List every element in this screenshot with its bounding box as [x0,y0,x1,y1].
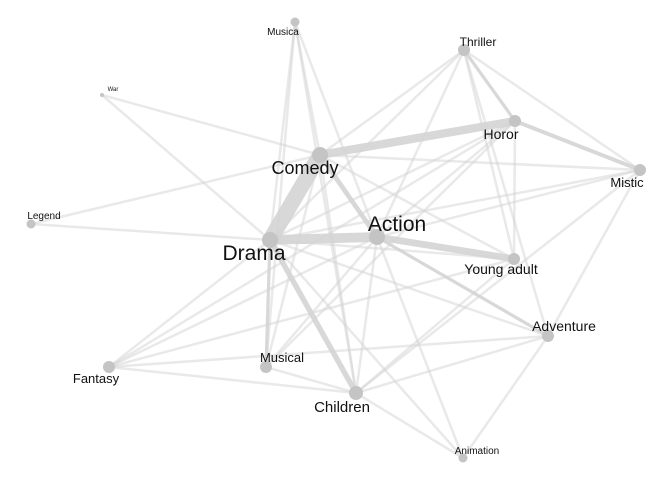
edge-action-musical [264,235,379,369]
nodes-layer [26,17,646,463]
edge-horor-musical [264,119,517,369]
node-horor[interactable] [509,115,521,127]
node-label-action: Action [368,213,426,236]
edge-adventure-children [354,334,550,395]
edge-comedy-mistic [318,153,642,172]
node-comedy[interactable] [312,147,328,163]
node-label-drama: Drama [222,242,285,265]
node-fantasy[interactable] [103,361,115,373]
edge-mistic-children [354,168,642,395]
edge-children-musica [293,20,358,395]
edge-young_adult-fantasy [107,257,516,369]
edge-action-fantasy [107,235,379,369]
node-label-musica: Musica [267,27,299,38]
edge-fantasy-children [107,365,358,395]
edge-drama-children [267,237,359,396]
node-label-legend: Legend [27,211,60,222]
edge-children-animation [354,391,465,460]
node-label-war: War [108,87,119,93]
node-animation[interactable] [458,453,468,463]
edge-adventure-fantasy [107,334,550,369]
edge-action-thriller [375,48,466,239]
edge-musical-musica [264,20,297,369]
node-label-young-adult: Young adult [464,261,538,277]
node-label-musical: Musical [260,350,304,365]
edge-comedy-legend [29,153,322,226]
edge-drama-action [265,232,382,245]
edge-action-horor [375,119,517,239]
node-musical[interactable] [260,361,272,373]
edge-drama-war [100,93,272,242]
node-label-mistic: Mistic [610,175,644,190]
node-label-fantasy: Fantasy [73,371,120,386]
node-drama[interactable] [262,232,278,248]
edge-musical-children [264,365,358,395]
edge-horor-fantasy [107,119,517,369]
edge-drama-thriller [268,48,466,242]
node-label-children: Children [314,399,370,416]
edge-drama-young_adult [268,238,516,261]
edge-action-young_adult [373,233,518,263]
node-war[interactable] [100,93,104,97]
node-mistic[interactable] [634,164,646,176]
edge-young_adult-children [354,257,516,395]
edge-comedy-thriller [318,48,466,157]
edge-mistic-adventure [546,168,642,338]
edge-thriller-young_adult [462,48,516,261]
node-adventure[interactable] [542,330,554,342]
node-musica[interactable] [290,17,300,27]
node-label-animation: Animation [455,446,499,457]
edge-horor-mistic [513,119,642,172]
node-label-horor: Horor [483,126,518,142]
edges-layer [29,20,642,460]
edge-action-children [354,235,379,395]
node-label-adventure: Adventure [532,318,596,334]
node-thriller[interactable] [458,44,470,56]
node-label-thriller: Thriller [460,35,497,49]
edge-action-animation [375,235,465,460]
edge-drama-mistic [268,168,642,242]
edge-adventure-animation [461,334,550,460]
edge-thriller-horor [462,48,517,123]
edge-thriller-mistic [462,48,642,172]
node-legend[interactable] [26,219,36,229]
edge-action-adventure [375,235,550,338]
node-children[interactable] [349,386,363,400]
edge-action-musica [293,20,379,239]
node-young-adult[interactable] [508,253,520,265]
edge-comedy-musical [264,153,322,369]
node-action[interactable] [369,229,385,245]
edge-drama-legend [29,222,272,242]
edge-drama-horor [268,119,517,242]
edge-drama-fantasy [107,238,272,369]
node-label-comedy: Comedy [271,158,338,178]
edge-thriller-adventure [462,48,550,338]
edge-horor-young_adult [512,119,517,261]
edge-comedy-action [317,152,380,240]
